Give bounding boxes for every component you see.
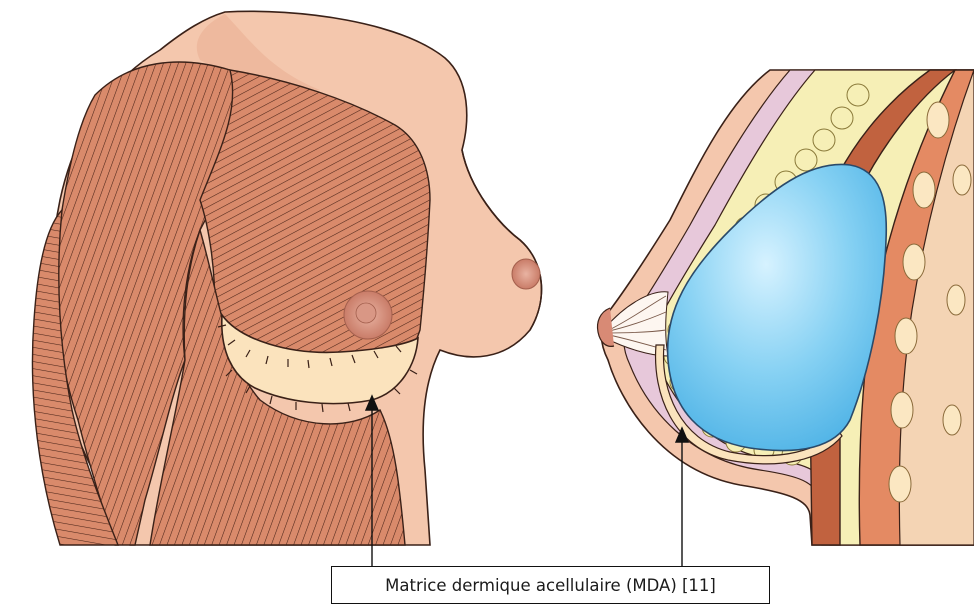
left-nipple bbox=[356, 303, 376, 323]
front-view-torso bbox=[32, 11, 541, 545]
caption-text: Matrice dermique acellulaire (MDA) [11] bbox=[385, 576, 716, 595]
right-areola bbox=[512, 259, 540, 289]
caption-box: Matrice dermique acellulaire (MDA) [11] bbox=[331, 566, 770, 604]
sagittal-section bbox=[598, 70, 974, 545]
